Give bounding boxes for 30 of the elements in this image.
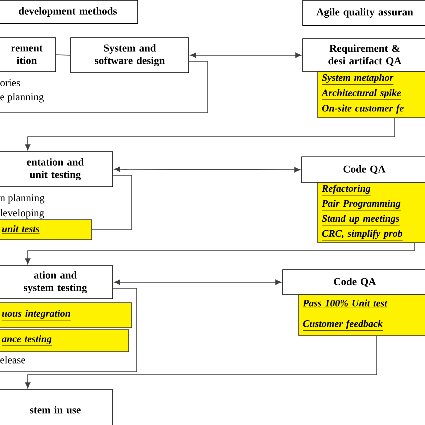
practice-list-box: unit tests	[0, 220, 92, 240]
item-text: leveloping	[0, 209, 44, 219]
header-box: development methods	[0, 0, 138, 24]
arrow	[25, 118, 396, 151]
arrow	[190, 52, 302, 58]
qa-box: Code QA	[282, 270, 425, 296]
arrow	[25, 243, 416, 265]
arrow	[25, 336, 378, 389]
qa-box: Code QA	[302, 156, 425, 184]
practice-list-box: Refactoring Pair Programming Stand up meetings CRC, simplify prob	[318, 182, 425, 244]
process-box: entation and unit testing	[0, 152, 114, 188]
line	[56, 54, 71, 56]
process-box: ation and system testing	[0, 266, 114, 300]
line	[0, 288, 138, 372]
item-text: elease	[0, 356, 26, 364]
header-box: Agile quality assuran	[302, 0, 425, 26]
process-box: rement ition	[0, 38, 56, 72]
arrow	[114, 166, 301, 173]
practice-list-box: Pass 100% Unit test Customer feedback	[298, 294, 425, 336]
practice-list-box: ance testing	[0, 330, 130, 352]
arrow	[114, 280, 282, 286]
qa-box: Requirement & desi artifact QA	[302, 38, 425, 72]
practice-list-box: uous integration	[0, 302, 132, 328]
line	[92, 175, 132, 230]
item-text: e planning	[0, 93, 44, 103]
item-text: n planning	[0, 194, 45, 204]
process-box: System and software design	[70, 38, 190, 74]
practice-list-box: System metaphor Architectural spike On-site customer fe	[318, 72, 425, 118]
process-box: stem in use	[0, 390, 114, 425]
line	[0, 61, 208, 114]
